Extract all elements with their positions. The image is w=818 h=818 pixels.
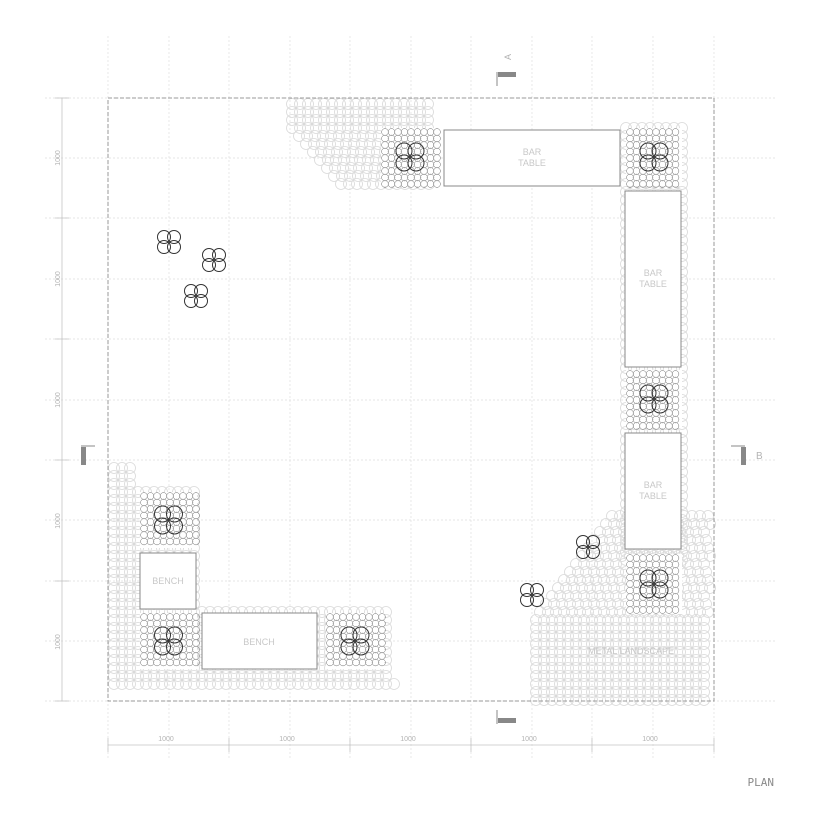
- dimension-label: 1000: [55, 150, 62, 166]
- section-marker-b-left: [81, 445, 95, 465]
- dimension-labels-horizontal: 1000 1000 1000 1000 1000: [158, 736, 658, 743]
- site-boundary: [107, 97, 715, 702]
- section-label-b: B: [756, 451, 763, 462]
- dimension-labels-vertical: 1000 1000 1000 1000 1000: [55, 150, 62, 650]
- bench-label: BENCH: [152, 576, 184, 586]
- section-marker-a-bottom: [496, 710, 516, 724]
- dimension-label: 1000: [55, 392, 62, 408]
- section-marker-a: A: [496, 54, 516, 86]
- bar-table-right-lower: BAR TABLE: [624, 432, 682, 550]
- planter-pads: [140, 128, 682, 669]
- metal-landscape-label: METAL LANDSCAPE: [588, 646, 674, 656]
- drawing-title: PLAN: [748, 776, 775, 789]
- section-label-a: A: [503, 54, 513, 60]
- dimension-label: 1000: [55, 513, 62, 529]
- dimension-label: 1000: [642, 736, 658, 743]
- dimension-label: 1000: [158, 736, 174, 743]
- bar-table-label: TABLE: [639, 279, 667, 289]
- metal-landscape-circles: [108, 98, 716, 706]
- bench-horizontal: BENCH: [201, 612, 318, 670]
- dimension-label: 1000: [521, 736, 537, 743]
- bar-table-label: TABLE: [518, 158, 546, 168]
- bar-table-label: BAR: [644, 480, 663, 490]
- bench-label: BENCH: [243, 637, 275, 647]
- dimension-label: 1000: [55, 271, 62, 287]
- section-marker-b: B: [731, 445, 763, 465]
- dimension-label: 1000: [55, 634, 62, 650]
- dimension-lines: [55, 97, 715, 752]
- bar-table-label: BAR: [644, 268, 663, 278]
- dimension-label: 1000: [400, 736, 416, 743]
- bar-table-label: TABLE: [639, 491, 667, 501]
- tree-symbols: [157, 230, 600, 607]
- bench-vertical: BENCH: [139, 552, 197, 610]
- bar-table-top: BAR TABLE: [443, 129, 621, 187]
- bar-table-right-upper: BAR TABLE: [624, 190, 682, 368]
- dimension-label: 1000: [279, 736, 295, 743]
- bar-table-label: BAR: [523, 147, 542, 157]
